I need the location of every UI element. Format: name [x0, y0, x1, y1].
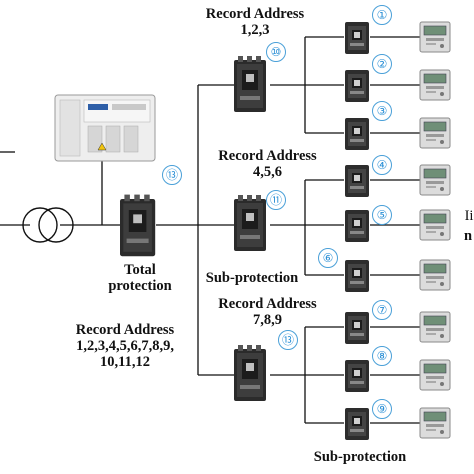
- record-address-numbers: 1,2,3: [240, 22, 270, 38]
- record-address-numbers: 7,8,9: [253, 312, 282, 328]
- electric-meter-icon: [419, 164, 451, 196]
- total-protection-label: Total protection: [95, 262, 185, 294]
- electric-meter-icon: [419, 69, 451, 101]
- circuit-breaker-icon: [345, 118, 369, 150]
- record-address-title: Record Address: [205, 6, 305, 22]
- circuit-breaker-icon: [345, 70, 369, 102]
- record-address-numbers: 4,5,6: [253, 164, 282, 180]
- record-address-title: Record Address: [75, 322, 175, 338]
- node-number-9: ⑨: [372, 399, 392, 419]
- edge-text-fragment: Ii: [464, 208, 474, 224]
- node-number-7: ⑦: [372, 300, 392, 320]
- node-number-13: ⑬: [278, 330, 298, 350]
- circuit-breaker-icon: [234, 195, 266, 251]
- circuit-breaker-icon: [345, 408, 369, 440]
- electric-meter-icon: [419, 21, 451, 53]
- record-address-low: Record Address 7,8,9: [200, 296, 335, 328]
- record-address-numbers: 1,2,3,4,5,6,7,8,9,: [76, 338, 174, 354]
- node-number-11: ⑪: [266, 190, 286, 210]
- sub-protection-label: Sub-protection: [205, 270, 299, 286]
- distribution-cabinet-icon: [54, 94, 156, 162]
- record-address-top: Record Address 1,2,3: [190, 6, 320, 38]
- edge-text-fragment: n: [463, 228, 473, 244]
- node-number-4: ④: [372, 155, 392, 175]
- record-address-title: Record Address: [218, 296, 317, 312]
- electric-meter-icon: [419, 117, 451, 149]
- node-number-13: ⑬: [162, 165, 182, 185]
- circuit-breaker-icon: [345, 22, 369, 54]
- circuit-breaker-icon: [120, 194, 156, 257]
- record-address-numbers: 10,11,12: [100, 354, 150, 370]
- electric-meter-icon: [419, 311, 451, 343]
- transformer-icon: [22, 207, 74, 243]
- total-protection-line2: protection: [108, 278, 172, 294]
- circuit-breaker-icon: [345, 260, 369, 292]
- node-number-3: ③: [372, 101, 392, 121]
- circuit-breaker-icon: [234, 56, 266, 112]
- sub-protection-label: Sub-protection: [313, 449, 407, 465]
- record-address-mid: Record Address 4,5,6: [200, 148, 335, 180]
- electric-meter-icon: [419, 359, 451, 391]
- circuit-breaker-icon: [345, 165, 369, 197]
- electric-meter-icon: [419, 259, 451, 291]
- total-protection-line1: Total: [124, 262, 156, 278]
- wiring: [0, 36, 420, 424]
- record-address-total: Record Address 1,2,3,4,5,6,7,8,9, 10,11,…: [55, 322, 195, 370]
- circuit-breaker-icon: [234, 345, 266, 401]
- node-number-1: ①: [372, 5, 392, 25]
- electric-meter-icon: [419, 407, 451, 439]
- node-number-6: ⑥: [318, 248, 338, 268]
- circuit-breaker-icon: [345, 360, 369, 392]
- electric-meter-icon: [419, 209, 451, 241]
- node-number-2: ②: [372, 54, 392, 74]
- circuit-breaker-icon: [345, 210, 369, 242]
- record-address-title: Record Address: [218, 148, 317, 164]
- circuit-breaker-icon: [345, 312, 369, 344]
- node-number-5: ⑤: [372, 205, 392, 225]
- node-number-8: ⑧: [372, 346, 392, 366]
- node-number-10: ⑩: [266, 42, 286, 62]
